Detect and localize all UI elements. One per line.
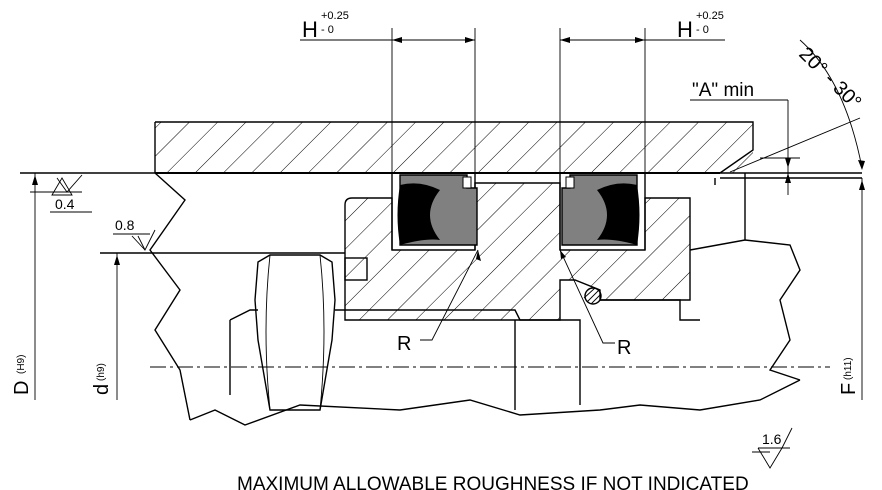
seal-left bbox=[397, 174, 478, 246]
dim-h-right-lower-tol: - 0 bbox=[696, 24, 709, 36]
dim-h-right-upper-tol: +0.25 bbox=[696, 10, 724, 22]
dim-bore-diameter bbox=[32, 173, 38, 400]
radius-right-label: R bbox=[617, 337, 631, 359]
radius-leader-left bbox=[420, 249, 481, 341]
dim-rod-diameter bbox=[114, 253, 120, 400]
radius-leader-right bbox=[559, 249, 615, 344]
radius-left-label: R bbox=[397, 333, 411, 355]
cylinder-section bbox=[20, 121, 862, 185]
dim-groove-width-left bbox=[300, 28, 476, 173]
dim-h-left-upper-tol: +0.25 bbox=[321, 10, 349, 22]
dim-h-left-symbol: H bbox=[302, 17, 318, 42]
rod-section bbox=[100, 172, 801, 426]
dim-groove-diameter bbox=[859, 178, 865, 400]
dim-h-right-symbol: H bbox=[677, 17, 693, 42]
dim-chamfer-angle-label: 20° - 30° bbox=[794, 43, 865, 114]
dim-groove-width-right bbox=[559, 28, 725, 173]
dim-rod-fit: (h9) bbox=[96, 363, 107, 381]
dim-bore-fit: (H9) bbox=[16, 355, 27, 374]
dim-bore-symbol: D bbox=[11, 381, 33, 395]
dim-h-left-lower-tol: - 0 bbox=[321, 24, 334, 36]
dim-groove-symbol: F bbox=[838, 383, 860, 395]
seal-right bbox=[561, 174, 640, 246]
dim-rod-symbol: d bbox=[91, 384, 113, 395]
dim-chamfer-angle bbox=[729, 39, 865, 173]
roughness-rod-value: 0.8 bbox=[115, 217, 135, 233]
roughness-bore-value: 0.4 bbox=[55, 196, 75, 212]
dim-chamfer-length-label: "A" min bbox=[692, 80, 754, 101]
roughness-bore-symbol bbox=[30, 174, 92, 213]
dim-chamfer-length bbox=[690, 99, 800, 195]
roughness-note: MAXIMUM ALLOWABLE ROUGHNESS IF NOT INDIC… bbox=[237, 474, 749, 490]
roughness-general-symbol bbox=[752, 427, 793, 469]
roughness-general-value: 1.6 bbox=[762, 431, 782, 447]
roughness-rod-symbol bbox=[113, 229, 156, 252]
dim-groove-fit: (h11) bbox=[843, 357, 854, 380]
